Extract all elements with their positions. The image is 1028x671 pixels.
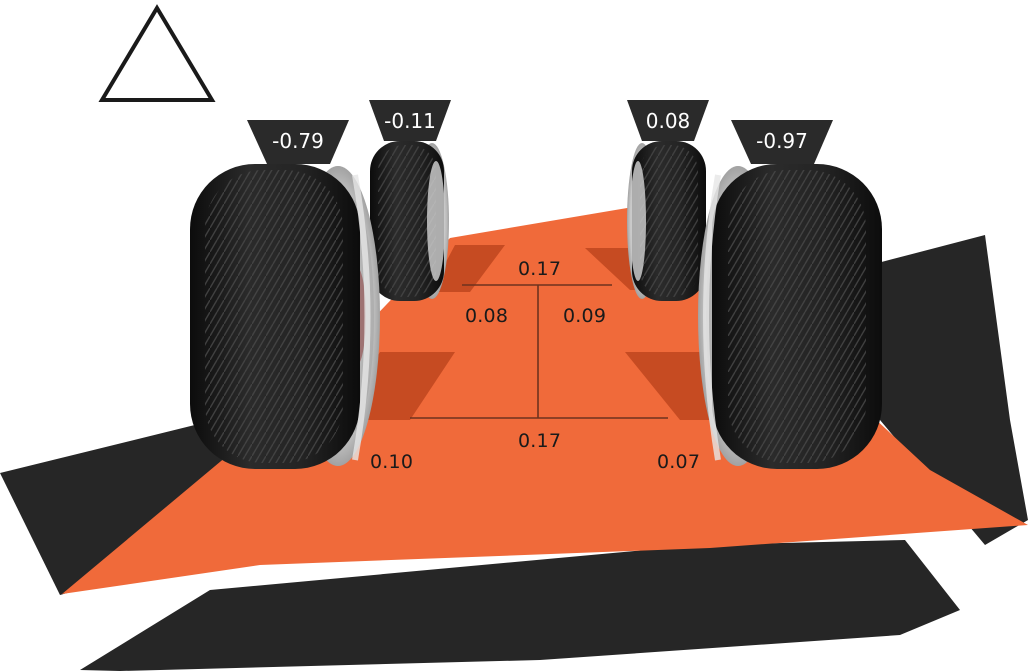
toe-rear-right: 0.09 (563, 305, 607, 327)
badge-rear-left (369, 100, 451, 141)
rear-left-wedge (430, 245, 505, 292)
toe-rear-left: 0.08 (465, 305, 509, 327)
ground-shadow-bottom (80, 540, 960, 671)
warning-triangle-icon (98, 4, 216, 102)
camber-rear-right-value: 0.08 (645, 109, 691, 133)
rear-right-tire (627, 141, 706, 301)
camber-front-right-value: -0.97 (756, 129, 808, 153)
toe-front-total: 0.17 (518, 430, 562, 452)
toe-front-right: 0.07 (657, 451, 701, 473)
badge-front-left (247, 120, 349, 164)
badge-front-right (731, 120, 833, 164)
camber-front-left-value: -0.79 (272, 129, 324, 153)
toe-front-left: 0.10 (370, 451, 414, 473)
rear-left-tire (370, 141, 449, 301)
alignment-platform (62, 205, 1028, 594)
front-left-tire (190, 164, 380, 469)
ground-shadow-right (870, 235, 1028, 545)
badge-rear-right (627, 100, 709, 141)
front-right-tire (698, 164, 882, 469)
toe-rear-total: 0.17 (518, 258, 562, 280)
camber-rear-left-value: -0.11 (384, 109, 436, 133)
